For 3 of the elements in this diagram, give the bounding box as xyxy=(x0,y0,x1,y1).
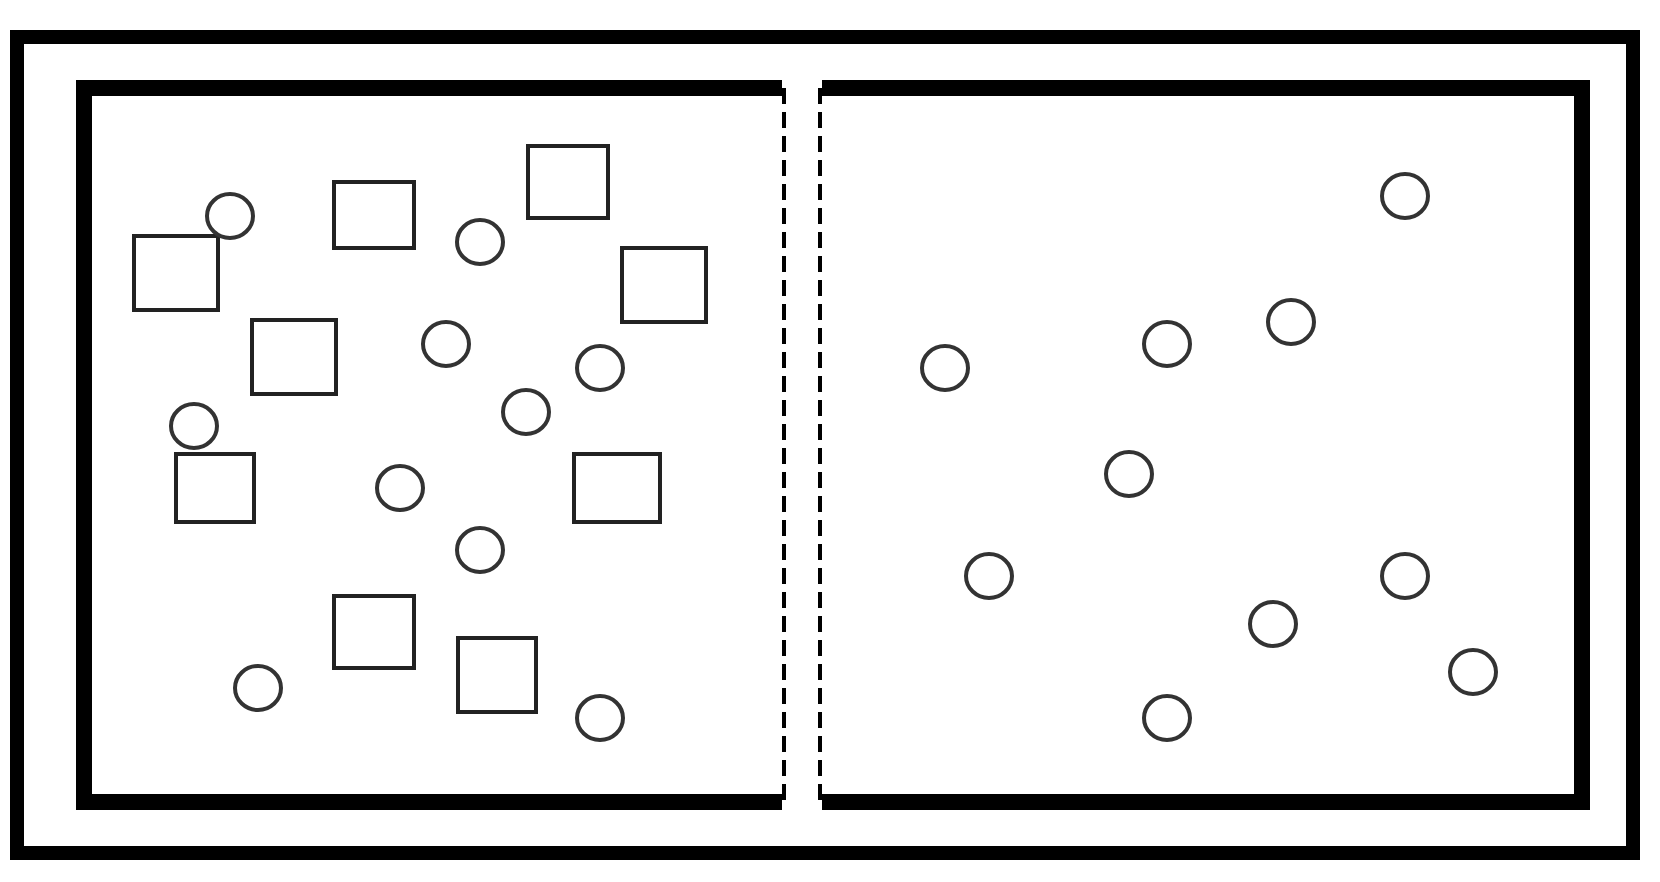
right-compartment xyxy=(822,80,1590,810)
left-compartment xyxy=(76,80,782,810)
outer-container xyxy=(10,30,1640,860)
